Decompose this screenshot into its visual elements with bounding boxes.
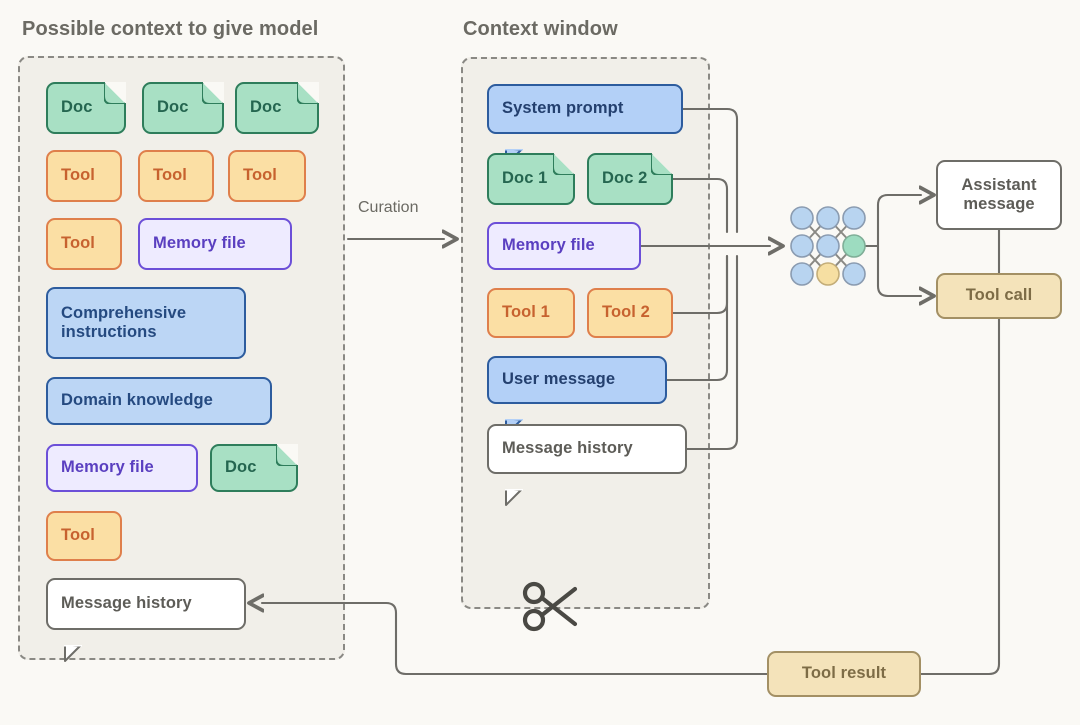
card-label: Message history	[61, 594, 192, 613]
card-tool-call[interactable]: Tool call	[936, 273, 1062, 319]
card-label: User message	[502, 370, 616, 389]
doc-fold-icon	[651, 153, 673, 175]
card-label: Tool 2	[602, 303, 650, 322]
card-label: Tool call	[965, 286, 1033, 305]
card-tool[interactable]: Tool	[228, 150, 306, 202]
neural-network-nodes	[790, 206, 866, 286]
card-label: Tool 1	[502, 303, 550, 322]
card-memory-file[interactable]: Memory file	[138, 218, 292, 270]
card-doc[interactable]: Doc	[235, 82, 319, 134]
node-edges	[801, 217, 855, 275]
card-label: Domain knowledge	[61, 391, 213, 410]
bubble-tail	[64, 626, 90, 663]
card-memory-file[interactable]: Memory file	[46, 444, 198, 492]
doc-fold-icon	[104, 82, 126, 104]
card-tool-2[interactable]: Tool 2	[587, 288, 673, 338]
card-assistant-message[interactable]: Assistant message	[936, 160, 1062, 230]
card-label: Tool	[61, 234, 95, 253]
card-label: Doc	[157, 98, 189, 117]
card-tool-result[interactable]: Tool result	[767, 651, 921, 697]
card-label: Tool	[61, 526, 95, 545]
card-message-history[interactable]: Message history	[487, 424, 687, 507]
card-label: Message history	[502, 439, 633, 458]
doc-fold-icon	[276, 444, 298, 466]
card-domain-knowledge[interactable]: Domain knowledge	[46, 377, 272, 425]
doc-fold-icon	[553, 153, 575, 175]
card-doc[interactable]: Doc	[46, 82, 126, 134]
card-label: Doc 2	[602, 169, 648, 188]
card-label: Memory file	[153, 234, 246, 253]
card-tool[interactable]: Tool	[46, 218, 122, 270]
doc-fold-icon	[297, 82, 319, 104]
card-memory-file[interactable]: Memory file	[487, 222, 641, 270]
card-doc[interactable]: Doc	[142, 82, 224, 134]
card-doc-2[interactable]: Doc 2	[587, 153, 673, 205]
card-label: System prompt	[502, 99, 624, 118]
card-label: Comprehensive instructions	[61, 303, 187, 341]
curation-label: Curation	[358, 199, 419, 216]
card-label: Tool	[153, 166, 187, 185]
card-label: Doc	[250, 98, 282, 117]
context-window-title: Context window	[463, 18, 618, 40]
card-tool[interactable]: Tool	[46, 511, 122, 561]
card-label: Tool result	[801, 664, 887, 683]
card-label: Memory file	[502, 236, 595, 255]
doc-fold-icon	[202, 82, 224, 104]
bubble-tail	[505, 130, 531, 167]
card-user-message[interactable]: User message	[487, 356, 667, 437]
card-label: Memory file	[61, 458, 154, 477]
card-label: Assistant message	[961, 175, 1037, 213]
card-tool[interactable]: Tool	[46, 150, 122, 202]
card-tool[interactable]: Tool	[138, 150, 214, 202]
possible-context-title: Possible context to give model	[22, 18, 319, 40]
card-tool-1[interactable]: Tool 1	[487, 288, 575, 338]
card-message-history[interactable]: Message history	[46, 578, 246, 663]
card-label: Doc	[225, 458, 257, 477]
card-system-prompt[interactable]: System prompt	[487, 84, 683, 167]
card-doc[interactable]: Doc	[210, 444, 298, 492]
bubble-tail	[505, 470, 531, 507]
card-label: Doc 1	[502, 169, 548, 188]
card-label: Doc	[61, 98, 93, 117]
card-label: Tool	[243, 166, 277, 185]
card-label: Tool	[61, 166, 95, 185]
card-doc-1[interactable]: Doc 1	[487, 153, 575, 205]
card-comprehensive-instructions[interactable]: Comprehensive instructions	[46, 287, 246, 359]
bubble-tail	[505, 400, 531, 437]
